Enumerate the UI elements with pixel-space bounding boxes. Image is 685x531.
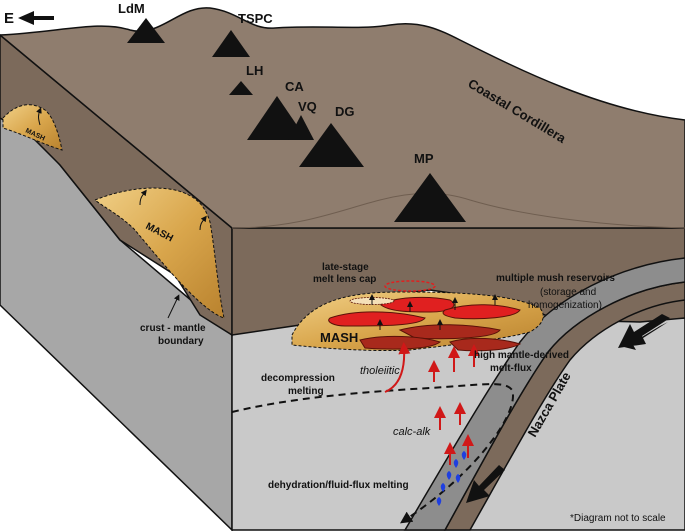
fluid-drops bbox=[436, 451, 467, 506]
melt-lens-2 bbox=[328, 311, 426, 327]
volcano-label-dg: DG bbox=[335, 104, 355, 119]
volcano-label-tspc: TSPC bbox=[238, 11, 273, 26]
volcano-label-mp: MP bbox=[414, 151, 434, 166]
volcano-label-vq: VQ bbox=[298, 99, 317, 114]
dehydration-label: dehydration/fluid-flux melting bbox=[268, 480, 409, 491]
flow-arrows bbox=[36, 107, 498, 330]
decompression-label-1: decompression bbox=[261, 373, 335, 384]
late-stage-label-1: late-stage bbox=[322, 262, 369, 273]
crust-top-surface bbox=[0, 7, 685, 229]
mash-zone-mid bbox=[94, 187, 225, 319]
decompression-label-2: melting bbox=[288, 386, 324, 397]
not-to-scale-note: *Diagram not to scale bbox=[570, 513, 666, 524]
melt-lens-cap bbox=[384, 280, 436, 292]
melt-lens-1 bbox=[379, 296, 455, 313]
volcano-tspc bbox=[212, 30, 250, 57]
melt-flux-arrows bbox=[428, 344, 480, 465]
direction-label: E bbox=[4, 10, 14, 27]
volcano-dg bbox=[299, 123, 364, 167]
east-arrow-icon bbox=[18, 11, 54, 25]
mush-label-2: (storage and bbox=[540, 287, 596, 298]
volcano-ldm bbox=[127, 18, 165, 43]
nazca-arrow-lower bbox=[466, 465, 505, 503]
flux-label-1: high mantle-derived bbox=[474, 350, 569, 361]
crust-mantle-label-2: boundary bbox=[158, 336, 204, 347]
volcano-label-ca: CA bbox=[285, 79, 304, 94]
decompression-dashed-path bbox=[231, 383, 514, 524]
mash-zone-small bbox=[2, 104, 63, 151]
mash-label-main: MASH bbox=[320, 330, 358, 345]
volcano-vq bbox=[288, 115, 314, 140]
late-stage-label-2: melt lens cap bbox=[313, 274, 376, 285]
melt-lens-3 bbox=[442, 304, 521, 320]
mush-label-3: homogenization) bbox=[528, 300, 602, 311]
melt-lens-4 bbox=[398, 324, 501, 340]
tholeiitic-arrow bbox=[384, 342, 411, 393]
mush-label-1: multiple mush reservoirs bbox=[496, 273, 615, 284]
crust-mantle-label-1: crust - mantle bbox=[140, 323, 206, 334]
volcano-label-lh: LH bbox=[246, 63, 263, 78]
tholeiitic-label: tholeiitic bbox=[360, 365, 400, 377]
volcano-ca bbox=[247, 96, 307, 140]
nazca-arrow-upper-shape bbox=[618, 314, 670, 348]
flux-label-2: melt-flux bbox=[490, 363, 532, 374]
volcano-label-ldm: LdM bbox=[118, 1, 145, 16]
volcano-mp bbox=[394, 173, 466, 222]
crust-mantle-pointer bbox=[167, 294, 180, 319]
calc-alk-label: calc-alk bbox=[393, 426, 431, 438]
volcano-lh bbox=[229, 81, 253, 95]
